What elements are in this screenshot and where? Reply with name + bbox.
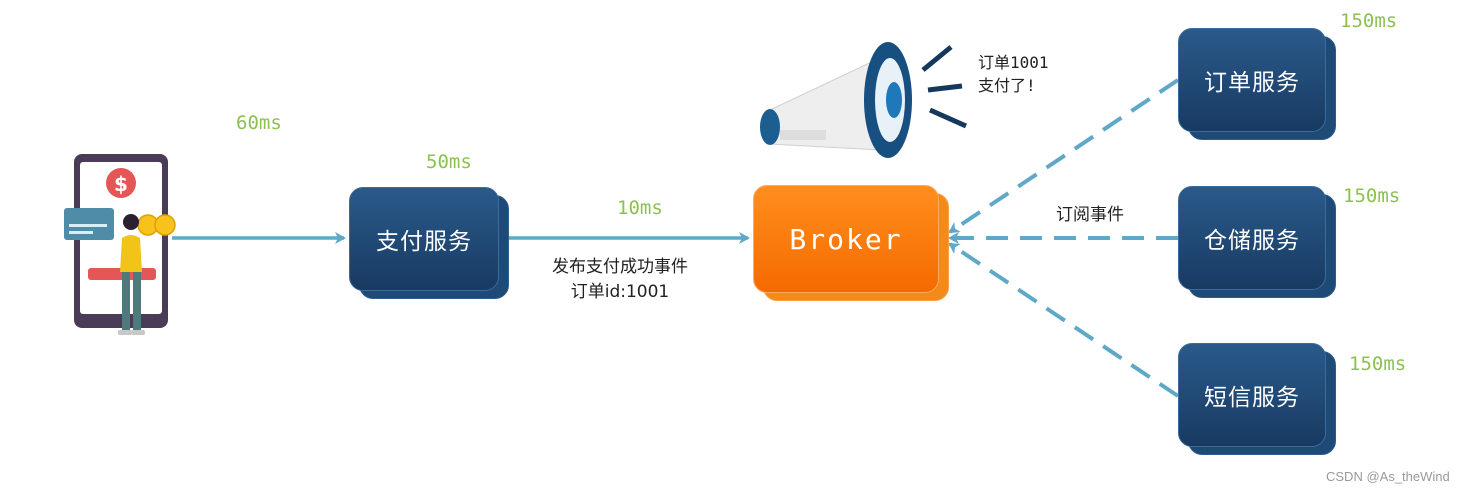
pay-service-node: 支付服务: [349, 187, 509, 299]
megaphone-icon: [760, 42, 968, 158]
timing-sms: 150ms: [1349, 353, 1407, 375]
timing-pay: 50ms: [426, 151, 472, 173]
watermark: CSDN @As_theWind: [1326, 469, 1450, 484]
announcement-line2: 支付了!: [978, 76, 1036, 95]
edge-order-to-broker: [948, 78, 1180, 234]
broker-node: Broker: [753, 185, 949, 301]
order-service-node: 订单服务: [1178, 28, 1336, 140]
pay-service-label: 支付服务: [349, 187, 499, 291]
storage-service-node: 仓储服务: [1178, 186, 1336, 298]
timing-order: 150ms: [1340, 10, 1398, 32]
edge-sms-to-broker: [948, 242, 1180, 398]
broker-label: Broker: [753, 185, 939, 293]
announcement-line1: 订单1001: [978, 53, 1049, 72]
publish-label-line2: 订单id:1001: [570, 282, 670, 302]
subscribe-label: 订阅事件: [1056, 205, 1124, 225]
dollar-sign: $: [114, 172, 128, 196]
announcement-text: 订单1001 支付了!: [978, 51, 1049, 97]
phone-payment-icon: $: [64, 154, 176, 335]
timing-publish: 10ms: [617, 197, 663, 219]
timing-storage: 150ms: [1343, 185, 1401, 207]
sms-service-node: 短信服务: [1178, 343, 1336, 455]
order-service-label: 订单服务: [1178, 28, 1326, 132]
publish-label-line1: 发布支付成功事件: [552, 257, 688, 277]
sms-service-label: 短信服务: [1178, 343, 1326, 447]
storage-service-label: 仓储服务: [1178, 186, 1326, 290]
publish-label: 发布支付成功事件 订单id:1001: [520, 255, 720, 305]
timing-client: 60ms: [236, 112, 282, 134]
